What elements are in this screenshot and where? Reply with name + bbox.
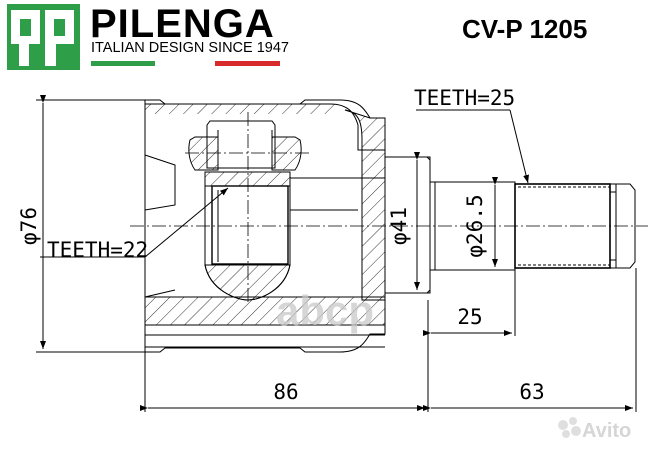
avito-watermark: Avito <box>582 420 631 442</box>
teeth-outer-label: TEETH=25 <box>414 86 515 110</box>
avito-watermark-icon <box>558 417 581 438</box>
flange-diameter-dimension: φ41 <box>387 207 411 245</box>
brand-tagline: ITALIAN DESIGN SINCE 1947 <box>91 40 289 56</box>
italian-flag-red-stripe <box>215 61 280 66</box>
teeth-inner-label: TEETH=22 <box>47 238 148 262</box>
qp-logo-glyph-icon <box>11 10 74 66</box>
body-length-dimension: 86 <box>273 380 298 404</box>
shaft-length-dimension: 25 <box>457 305 482 329</box>
part-number: CV-P 1205 <box>462 14 588 44</box>
shaft-diameter-dimension: φ26.5 <box>463 194 487 257</box>
stem-length-dimension: 63 <box>519 380 544 404</box>
italian-flag-green-stripe <box>91 61 155 66</box>
qp-logo-icon <box>7 4 80 70</box>
brand-name: PILENGA <box>90 2 275 46</box>
outer-diameter-dimension: φ76 <box>17 207 41 245</box>
abcp-watermark: abcp <box>276 287 374 334</box>
